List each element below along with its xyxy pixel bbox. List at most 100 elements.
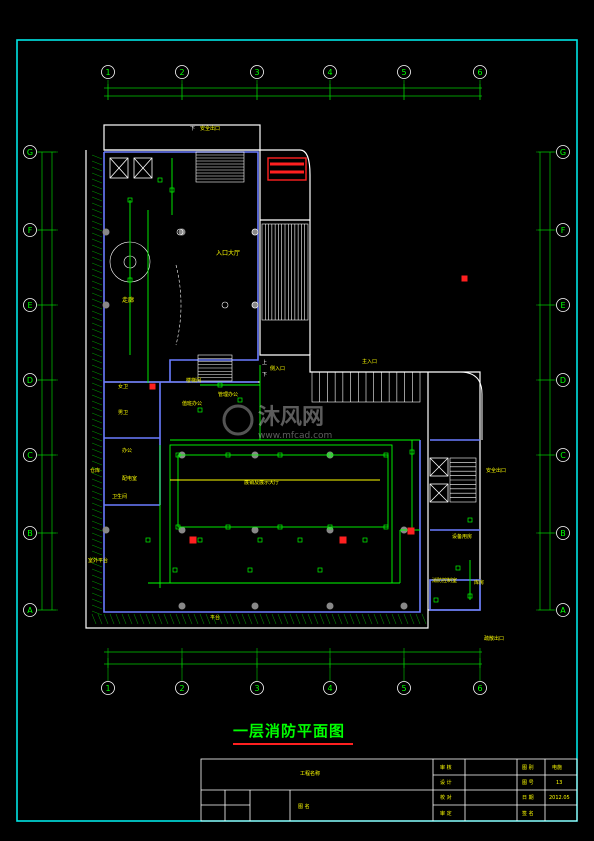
watermark-url: www.mfcad.com	[258, 431, 332, 441]
room-storage: 仓库	[90, 467, 100, 474]
grid-row-label: E	[560, 301, 565, 310]
tb-r3: 校 对	[440, 794, 452, 801]
label-side: 侧入口	[270, 365, 285, 372]
grid-row-label: A	[27, 606, 33, 615]
grid-col-label: 6	[477, 68, 482, 77]
label-exit-right: 安全出口	[486, 467, 506, 474]
grid-row-label: F	[28, 226, 33, 235]
watermark: 沐风网 www.mfcad.com	[222, 404, 332, 441]
grid-col-label: 1	[105, 684, 110, 693]
room-toilet-2: 女卫	[118, 383, 128, 390]
fire-equipment-red	[149, 157, 468, 544]
tb-sign: 签 名	[522, 810, 534, 817]
tb-c3-3: 日 期	[522, 795, 534, 801]
grid-col-label: 2	[179, 684, 184, 693]
tb-drawing-label: 图 名	[298, 803, 310, 810]
top-dimension	[104, 87, 482, 97]
tb-r1: 审 核	[440, 764, 452, 771]
grid-row-lines	[38, 151, 554, 611]
grid-bubble-row-G: G	[23, 145, 58, 159]
grid-col-label: 1	[105, 68, 110, 77]
tb-r4: 审 定	[440, 810, 452, 817]
grid-col-label: 5	[401, 684, 406, 693]
grid-row-label: C	[27, 451, 33, 460]
grid-bubble-col-1: 1	[101, 65, 115, 100]
grid-bubble-col-3: 3	[250, 65, 264, 100]
grid-bubble-col-5: 5	[397, 658, 411, 695]
room-staff: 管理办公	[218, 391, 238, 398]
grid-bubble-col-6: 6	[473, 65, 487, 100]
grid-bubble-row-F: F	[538, 223, 570, 237]
room-lobby: 入口大厅	[216, 249, 240, 257]
grid-col-label: 4	[327, 68, 332, 77]
grid-bubble-row-D: D	[538, 373, 570, 387]
title-block	[200, 758, 578, 822]
grid-bubble-col-5: 5	[397, 65, 411, 100]
room-platform: 平台	[210, 614, 220, 621]
drawing-title: 一层消防平面图	[233, 721, 353, 745]
room-office-2: 办公	[122, 447, 132, 454]
grid-bubble-row-D: D	[23, 373, 58, 387]
grid-col-label: 5	[401, 68, 406, 77]
grid-bubble-col-6: 6	[473, 658, 487, 695]
grid-col-label: 4	[327, 684, 332, 693]
grid-bubble-row-B: B	[23, 526, 58, 540]
grid-bubble-col-2: 2	[175, 65, 189, 100]
grid-row-label: G	[560, 148, 566, 157]
room-exhibition: 展销及展示大厅	[244, 479, 279, 486]
staircases	[109, 151, 477, 503]
label-exit-bottom: 疏散出口	[484, 635, 504, 642]
label-stair-down: 下	[262, 372, 267, 378]
grid-row-label: E	[27, 301, 32, 310]
right-curved-facade	[428, 371, 483, 440]
tb-r2: 设 计	[440, 779, 452, 786]
room-corridor: 走廊	[122, 296, 134, 304]
grid-bubble-row-B: B	[538, 526, 570, 540]
room-a: 库房	[474, 579, 484, 586]
grid-bubble-row-C: C	[538, 448, 570, 462]
room-terrace: 室外平台	[88, 557, 108, 564]
grid-row-label: B	[560, 529, 566, 538]
room-fire-control: 消防控制室	[432, 577, 457, 584]
tb-val-1: 电施	[552, 764, 562, 771]
room-c: 卫生间	[112, 493, 127, 500]
grid-bubble-row-E: E	[23, 298, 58, 312]
building-walls	[85, 124, 481, 629]
grid-row-label: G	[27, 148, 33, 157]
grid-col-label: 3	[254, 684, 259, 693]
left-dimension	[41, 152, 53, 610]
grid-col-label: 3	[254, 68, 259, 77]
grid-bubble-col-4: 4	[323, 658, 337, 695]
grid-col-label: 2	[179, 68, 184, 77]
grid-bubble-row-A: A	[538, 603, 570, 617]
room-office: 值班办公	[182, 400, 202, 407]
grid-bubble-col-4: 4	[323, 65, 337, 100]
tb-c3-1: 图 别	[522, 764, 534, 771]
tb-c3-2: 图 号	[522, 780, 534, 786]
grid-bubble-col-2: 2	[175, 658, 189, 695]
fire-wiring	[129, 158, 471, 600]
grid-row-label: D	[27, 376, 33, 385]
right-dimension	[539, 152, 551, 610]
bottom-dimension	[104, 651, 482, 665]
grid-row-label: B	[27, 529, 33, 538]
label-stair-up: 上	[262, 359, 267, 366]
grid-bubble-row-G: G	[538, 145, 570, 159]
fire-devices	[127, 177, 473, 603]
room-b: 配电室	[122, 475, 137, 482]
wall-hatch	[91, 154, 427, 625]
tb-val-3: 2012.05	[549, 795, 570, 801]
tb-val-2: 13	[556, 780, 562, 786]
watermark-cn: 沐风网	[258, 405, 324, 430]
grid-row-label: F	[561, 226, 566, 235]
room-toilet-1: 男卫	[118, 410, 128, 416]
tb-project-label: 工程名称	[300, 770, 320, 777]
grid-bubble-row-E: E	[538, 298, 570, 312]
grid-bubble-row-F: F	[23, 223, 58, 237]
grid-col-label: 6	[477, 684, 482, 693]
label-exit-top-arrow: 下	[190, 126, 195, 132]
grid-bubble-row-A: A	[23, 603, 58, 617]
grid-row-label: D	[560, 376, 566, 385]
lobby-arc	[175, 264, 182, 346]
